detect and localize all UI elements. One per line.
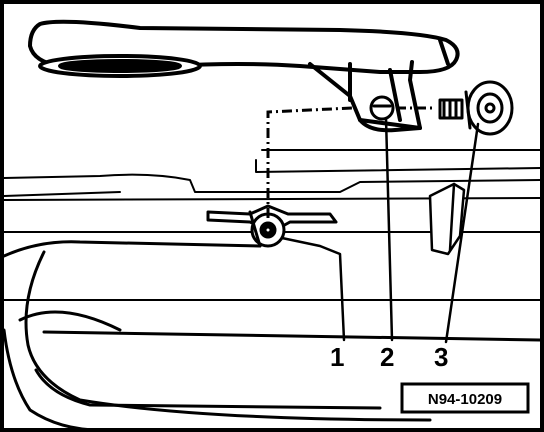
alignment-line: [266, 106, 432, 218]
door-handle: [28, 19, 460, 133]
leader-3: [444, 122, 480, 344]
reference-label: N94-10209: [400, 382, 530, 414]
side-bracket: [428, 182, 466, 256]
callout-1: 1: [330, 342, 344, 372]
reference-number: N94-10209: [428, 391, 502, 408]
callout-2: 2: [380, 342, 394, 372]
retaining-clip: [206, 204, 338, 248]
torx-bolt: [438, 80, 514, 136]
callout-3: 3: [434, 342, 448, 372]
console-body: [2, 240, 542, 432]
leader-lines: [280, 116, 480, 344]
leader-1: [280, 236, 346, 342]
leader-2: [384, 116, 394, 342]
handle-screw-hole: [369, 95, 395, 121]
